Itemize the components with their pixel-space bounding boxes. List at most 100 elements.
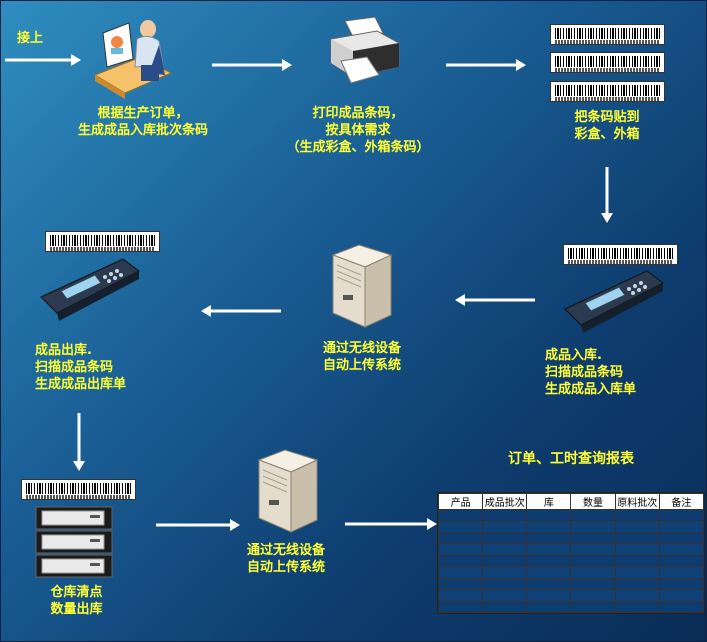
report-cell — [570, 566, 616, 579]
report-cell — [614, 554, 660, 568]
report-cell — [437, 531, 484, 545]
report-col-remark: 备注 — [658, 493, 705, 510]
report-row — [437, 520, 705, 533]
report-cell — [570, 577, 616, 591]
handheld-scanner-icon — [564, 270, 664, 333]
report-cell — [437, 520, 484, 533]
report-cell — [658, 520, 705, 533]
report-row — [437, 543, 705, 556]
report-cell — [526, 508, 572, 522]
report-cell — [482, 600, 528, 613]
report-title: 订单、工时查询报表 — [508, 451, 634, 467]
report-cell — [570, 520, 616, 533]
barcode-label-2 — [550, 52, 665, 73]
report-cell — [658, 508, 705, 522]
step-stock-out-label: 成品出库. 扫描成品条码 生成成品出库单 — [35, 343, 127, 392]
report-cell — [482, 554, 528, 568]
barcode-label-1 — [550, 24, 665, 45]
report-cell — [437, 554, 484, 568]
report-cell — [437, 566, 484, 579]
report-cell — [570, 554, 616, 568]
report-cell — [658, 600, 705, 613]
step-inventory-label: 仓库清点 数量出库 — [50, 585, 103, 617]
report-cell — [526, 531, 572, 545]
report-col-qty: 数量 — [570, 493, 616, 510]
arrow-2 — [446, 59, 526, 71]
report-cell — [526, 520, 572, 533]
step-stock-in-label: 成品入库. 扫描成品条码 生成成品入库单 — [545, 348, 637, 397]
report-cell — [614, 589, 660, 602]
report-cell — [614, 566, 660, 579]
arrow-7 — [156, 519, 240, 531]
arrow-5-left — [201, 305, 281, 317]
step-print-label: 打印成品条码， 按具体需求 （生成彩盒、外箱条码） — [286, 106, 430, 155]
report-cell — [437, 600, 484, 613]
report-header-row: 产品 成品批次 库 数量 原料批次 备注 — [437, 493, 705, 510]
report-cell — [437, 543, 484, 556]
report-cell — [482, 520, 528, 533]
barcode-label-3 — [550, 81, 665, 102]
report-cell — [482, 566, 528, 579]
report-row — [437, 566, 705, 579]
report-cell — [658, 554, 705, 568]
report-cell — [658, 577, 705, 591]
report-row — [437, 600, 705, 613]
report-cell — [482, 589, 528, 602]
report-cell — [614, 508, 660, 522]
arrow-1 — [212, 59, 292, 71]
report-cell — [570, 508, 616, 522]
report-cell — [526, 600, 572, 613]
arrow-start — [5, 54, 81, 66]
arrow-8 — [345, 518, 437, 530]
report-col-batch: 成品批次 — [482, 493, 528, 510]
report-cell — [482, 531, 528, 545]
report-row — [437, 554, 705, 568]
report-cell — [526, 577, 572, 591]
barcode-label-4 — [563, 244, 678, 265]
server-tower-icon-1 — [331, 244, 393, 328]
report-cell — [570, 531, 616, 545]
report-cell — [437, 577, 484, 591]
step-stick-label: 把条码贴到 彩盒、外箱 — [574, 110, 640, 142]
report-cell — [658, 543, 705, 556]
barcode-label-6 — [21, 479, 136, 500]
report-table: 产品 成品批次 库 数量 原料批次 备注 — [437, 492, 705, 614]
report-col-warehouse: 库 — [526, 493, 572, 510]
report-cell — [526, 589, 572, 602]
report-cell — [614, 531, 660, 545]
report-cell — [570, 600, 616, 613]
report-cell — [658, 531, 705, 545]
report-cell — [482, 577, 528, 591]
report-col-material-batch: 原料批次 — [614, 493, 660, 510]
report-col-product: 产品 — [437, 493, 484, 510]
report-cell — [482, 508, 528, 522]
warehouse-rack-icon — [35, 506, 113, 578]
start-label: 接上 — [17, 31, 44, 46]
barcode-label-5 — [45, 231, 160, 252]
report-row — [437, 508, 705, 522]
step-upload-2-label: 通过无线设备 自动上传系统 — [246, 543, 325, 575]
report-cell — [526, 543, 572, 556]
report-cell — [526, 566, 572, 579]
report-cell — [526, 554, 572, 568]
report-row — [437, 589, 705, 602]
arrow-3-down — [601, 167, 613, 223]
report-row — [437, 531, 705, 545]
report-row — [437, 577, 705, 591]
step-upload-1-label: 通过无线设备 自动上传系统 — [322, 341, 401, 373]
report-cell — [437, 508, 484, 522]
report-cell — [570, 589, 616, 602]
step-order-label: 根据生产订单， 生成成品入库批次条码 — [77, 106, 208, 138]
report-cell — [658, 589, 705, 602]
arrow-6-down — [73, 413, 85, 471]
report-cell — [482, 543, 528, 556]
report-cell — [570, 543, 616, 556]
report-cell — [614, 577, 660, 591]
report-cell — [614, 520, 660, 533]
arrow-4-left — [455, 294, 535, 306]
report-cell — [614, 543, 660, 556]
handheld-scanner-icon-2 — [40, 258, 140, 321]
server-tower-icon-2 — [257, 449, 319, 533]
report-cell — [658, 566, 705, 579]
